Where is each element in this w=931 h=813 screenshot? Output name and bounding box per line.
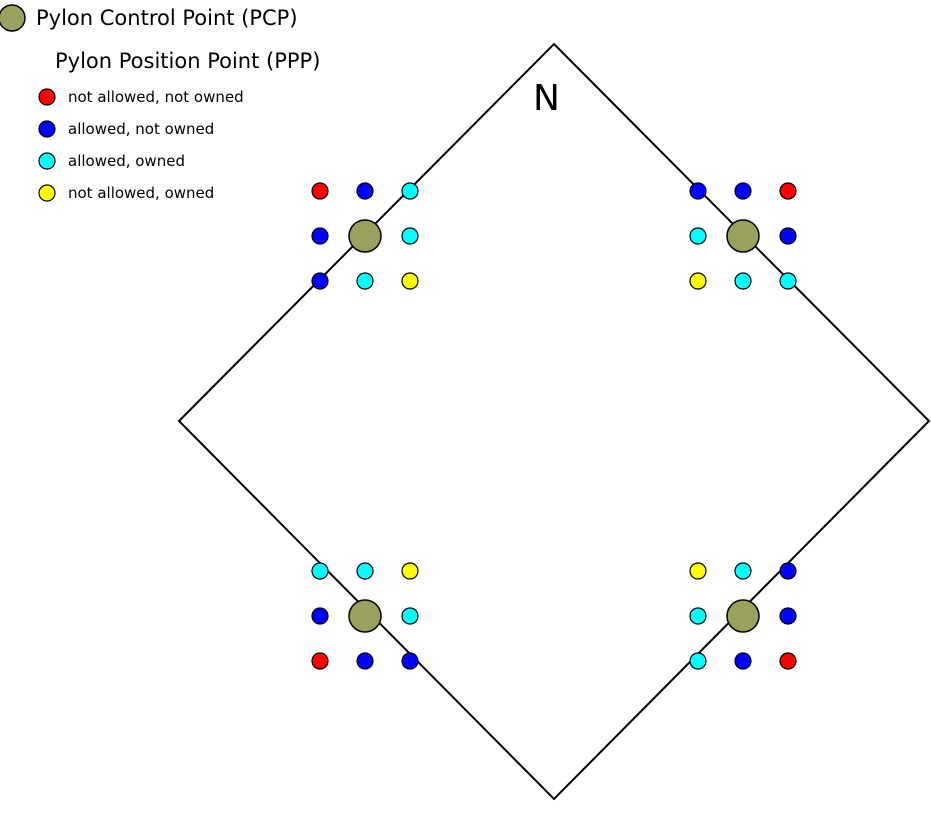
ppp-legend-title: Pylon Position Point (PPP): [55, 49, 321, 73]
ppp-red-point: [311, 182, 329, 200]
ppp-cyan-point: [311, 562, 329, 580]
ppp-yellow-point: [689, 272, 707, 290]
blue-dot: [38, 120, 56, 138]
ppp-red-point: [779, 182, 797, 200]
ppp-blue-point: [311, 227, 329, 245]
legend-item-allowed-owned: allowed, owned: [38, 152, 185, 170]
ppp-red-point: [311, 652, 329, 670]
ppp-cyan-point: [689, 652, 707, 670]
ppp-cyan-point: [356, 562, 374, 580]
ppp-cyan-point: [779, 272, 797, 290]
pcp-legend-label: Pylon Control Point (PCP): [36, 6, 298, 30]
pylon-cluster-upper-right: [689, 182, 797, 290]
ppp-blue-point: [734, 182, 752, 200]
ppp-blue-point: [779, 227, 797, 245]
ppp-cyan-point: [689, 607, 707, 625]
cyan-dot: [38, 152, 56, 170]
ppp-cyan-point: [401, 607, 419, 625]
ppp-cyan-point: [401, 227, 419, 245]
ppp-blue-point: [311, 607, 329, 625]
ppp-cyan-point: [734, 272, 752, 290]
ppp-blue-point: [779, 562, 797, 580]
legend-item-label: not allowed, not owned: [68, 88, 244, 106]
ppp-cyan-point: [401, 182, 419, 200]
blue-dot-icon: [38, 120, 56, 138]
pcp-point: [726, 219, 760, 253]
ppp-blue-point: [779, 607, 797, 625]
legend-pcp-row: Pylon Control Point (PCP): [0, 2, 298, 34]
ppp-blue-point: [689, 182, 707, 200]
pcp-legend-icon: [0, 4, 26, 32]
north-label: N: [533, 78, 560, 119]
legend-item-label: allowed, not owned: [68, 120, 215, 138]
legend-item-not-allowed-not-owned: not allowed, not owned: [38, 88, 244, 106]
pcp-circle: [0, 4, 26, 32]
ppp-blue-point: [401, 652, 419, 670]
legend-item-not-allowed-owned: not allowed, owned: [38, 184, 214, 202]
legend-item-allowed-not-owned: allowed, not owned: [38, 120, 214, 138]
ppp-cyan-point: [356, 272, 374, 290]
pcp-point: [348, 599, 382, 633]
ppp-yellow-point: [401, 272, 419, 290]
ppp-blue-point: [356, 652, 374, 670]
pylon-cluster-upper-left: [311, 182, 419, 290]
red-dot: [38, 88, 56, 106]
ppp-blue-point: [356, 182, 374, 200]
yellow-dot: [38, 184, 56, 202]
race-course-boundary: [177, 42, 931, 801]
ppp-cyan-point: [734, 562, 752, 580]
pcp-point: [348, 219, 382, 253]
ppp-cyan-point: [689, 227, 707, 245]
ppp-red-point: [779, 652, 797, 670]
ppp-blue-point: [311, 272, 329, 290]
pylon-cluster-lower-right: [689, 562, 797, 670]
pcp-point: [726, 599, 760, 633]
ppp-yellow-point: [689, 562, 707, 580]
legend-item-label: not allowed, owned: [68, 184, 215, 202]
legend-item-label: allowed, owned: [68, 152, 185, 170]
ppp-blue-point: [734, 652, 752, 670]
ppp-yellow-point: [401, 562, 419, 580]
pylon-cluster-lower-left: [311, 562, 419, 670]
red-dot-icon: [38, 88, 56, 106]
cyan-dot-icon: [38, 152, 56, 170]
yellow-dot-icon: [38, 184, 56, 202]
